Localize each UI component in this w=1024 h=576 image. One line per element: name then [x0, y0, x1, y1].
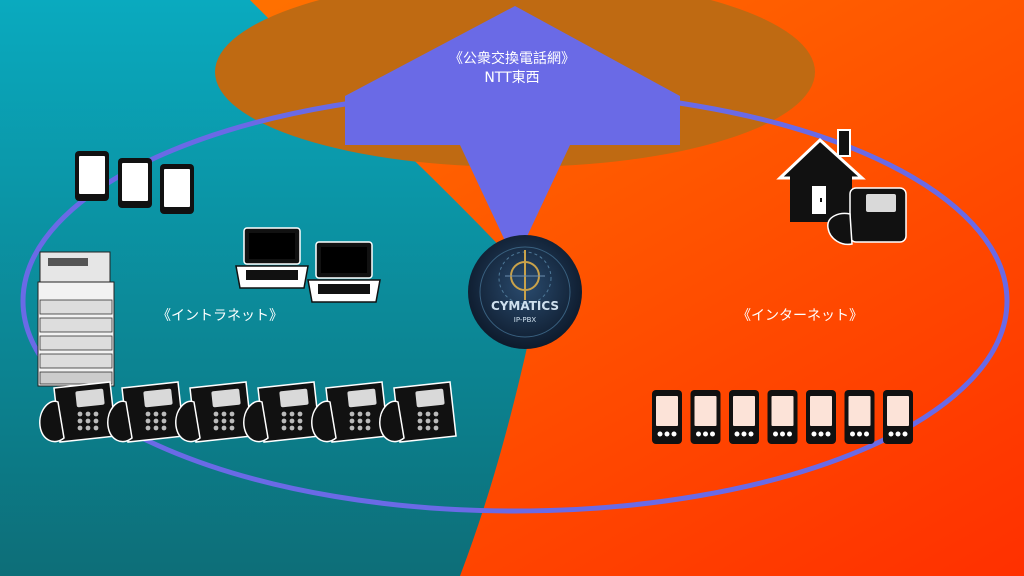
smartphone-icon [729, 390, 759, 444]
tablet-group [75, 151, 194, 214]
smartphone-icon [690, 390, 721, 444]
smartphone-group [652, 390, 913, 444]
smartphone-icon [767, 390, 798, 444]
desk-phone-icon [311, 381, 389, 443]
pbx-brand: CYMATICS [491, 299, 559, 313]
pstn-title: 《公衆交換電話網》 [449, 50, 575, 67]
desk-phone-icon [379, 381, 457, 443]
tablet-icon [160, 164, 194, 214]
laptop-icon [307, 241, 381, 303]
pstn-connector [345, 6, 680, 262]
intranet-label: 《イントラネット》 [157, 308, 283, 324]
tablet-icon [118, 158, 152, 208]
pbx-logo: CYMATICS IP-PBX [468, 235, 582, 349]
smartphone-icon [806, 390, 836, 444]
desk-phone-group [39, 381, 457, 443]
pstn-subtitle: NTT東西 [484, 70, 539, 86]
pbx-product: IP-PBX [514, 316, 537, 324]
home-icon [776, 129, 866, 222]
smartphone-icon [652, 390, 682, 444]
home-phone-icon [827, 187, 907, 246]
internet-label: 《インターネット》 [737, 308, 863, 324]
desk-phone-icon [39, 381, 117, 443]
tablet-icon [75, 151, 109, 201]
desk-phone-icon [243, 381, 321, 443]
desk-phone-icon [175, 381, 253, 443]
laptop-icon [235, 227, 309, 289]
printer-icon [37, 251, 115, 387]
smartphone-icon [883, 390, 913, 444]
smartphone-icon [844, 390, 875, 444]
